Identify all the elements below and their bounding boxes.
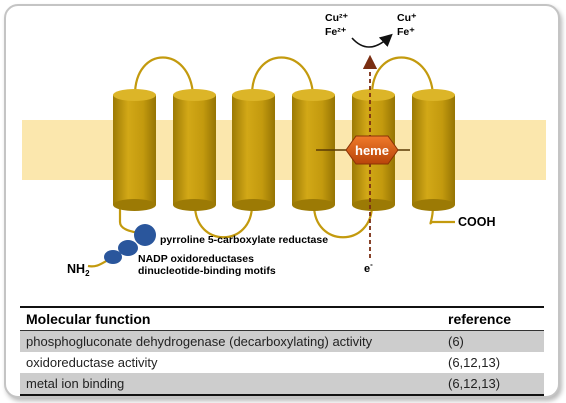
reference-cell: (6,12,13): [448, 376, 501, 391]
reference-cell: (6): [448, 334, 464, 349]
header-molecular-function: Molecular function: [26, 311, 151, 327]
table-row: phosphogluconate dehydrogenase (decarbox…: [20, 331, 544, 352]
domain-bead-medium: [118, 240, 138, 256]
function-cell: phosphogluconate dehydrogenase (decarbox…: [26, 334, 373, 349]
nh2-label: NH2: [67, 262, 90, 278]
domain-bead-large: [134, 224, 156, 246]
header-reference: reference: [448, 311, 512, 327]
helix-6: [412, 89, 455, 211]
function-cell: metal ion binding: [26, 376, 125, 391]
ion-cu2-label: Cu²⁺: [325, 12, 348, 24]
reference-cell: (6,12,13): [448, 355, 501, 370]
ion-fe1-label: Fe⁺: [397, 26, 415, 38]
molecular-function-table: Molecular function reference phosphogluc…: [20, 306, 544, 396]
domain-label-dinucleotide: dinucleotide-binding motifs: [138, 265, 276, 277]
membrane-band: [22, 120, 546, 180]
domain-label-p5cr: pyrroline 5-carboxylate reductase: [160, 234, 328, 246]
table-row: oxidoreductase activity (6,12,13): [20, 352, 544, 373]
redox-arrow: [351, 33, 393, 48]
table-row: metal ion binding (6,12,13): [20, 373, 544, 396]
domain-bead-small: [104, 250, 122, 264]
n-terminal-domain: [104, 224, 156, 264]
domain-label-nadp: NADP oxidoreductases: [138, 253, 254, 265]
transmembrane-helices: [113, 89, 455, 211]
function-cell: oxidoreductase activity: [26, 355, 158, 370]
electron-label: e-: [364, 260, 373, 275]
table-header-row: Molecular function reference: [20, 306, 544, 331]
ion-fe2-label: Fe²⁺: [325, 26, 347, 38]
ion-cu1-label: Cu⁺: [397, 12, 417, 24]
helix-2: [173, 89, 216, 211]
helix-1: [113, 89, 156, 211]
helix-3: [232, 89, 275, 211]
heme-group: heme: [345, 135, 399, 165]
cooh-label: COOH: [458, 215, 496, 229]
heme-label: heme: [355, 143, 389, 158]
